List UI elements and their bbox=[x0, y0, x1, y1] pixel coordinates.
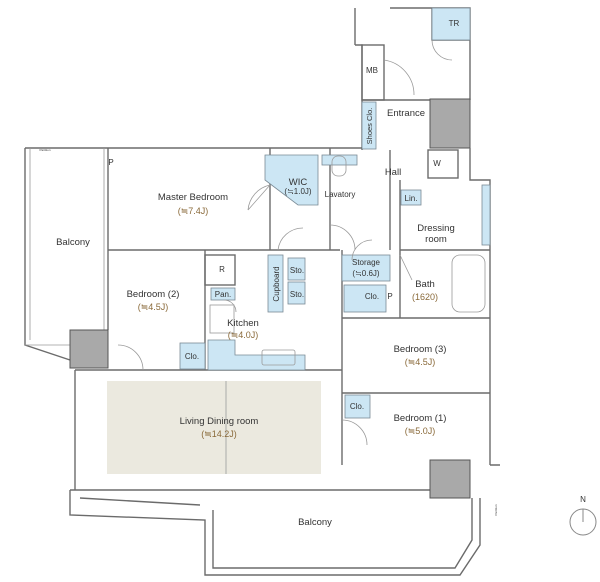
refrigerator-label: R bbox=[219, 265, 225, 274]
bath-label: Bath bbox=[415, 279, 435, 290]
kitchen-label: Kitchen bbox=[227, 318, 259, 329]
linen-closet bbox=[400, 189, 422, 206]
bath-size: (1620) bbox=[412, 292, 438, 302]
storage-area: (≒0.6J) bbox=[352, 269, 379, 278]
balcony-south-label: Balcony bbox=[298, 517, 332, 528]
dressing-room-label: Dressing bbox=[417, 223, 455, 234]
shoes-closet bbox=[361, 101, 377, 150]
closet-bedroom-2 bbox=[179, 342, 206, 370]
meter-box-label: MB bbox=[366, 66, 378, 75]
bedroom-3-label: Bedroom (3) bbox=[394, 344, 447, 355]
walk-in-closet bbox=[264, 154, 319, 206]
structural-column bbox=[429, 98, 471, 149]
bedroom-1-label: Bedroom (1) bbox=[394, 413, 447, 424]
meter-box bbox=[361, 44, 385, 101]
storage-lower-label: Sto. bbox=[290, 290, 304, 299]
lavatory-counter bbox=[321, 154, 358, 166]
living-dining-area: (≒14.2J) bbox=[201, 429, 237, 439]
shoes-closet-label: Shoes Clo. bbox=[365, 108, 374, 145]
bedroom-2-area: (≒4.5J) bbox=[138, 302, 169, 312]
entrance-label: Entrance bbox=[387, 108, 425, 119]
bedroom-3-area: (≒4.5J) bbox=[405, 357, 436, 367]
linen-label: Lin. bbox=[405, 194, 418, 203]
storage-clo bbox=[343, 284, 387, 313]
kitchen-area: (≒4.0J) bbox=[228, 330, 259, 340]
pipe-space-label: P bbox=[108, 158, 113, 167]
pantry-label: Pan. bbox=[215, 290, 231, 299]
washer-label: W bbox=[433, 159, 441, 168]
compass-north-label: N bbox=[580, 495, 586, 504]
partition-label: Partition bbox=[494, 504, 498, 515]
structural-column bbox=[69, 329, 109, 369]
cupboard-label: Cupboard bbox=[272, 266, 281, 301]
living-dining-label: Living Dining room bbox=[180, 416, 259, 427]
kitchen-counter bbox=[207, 339, 306, 371]
storage-upper-label: Sto. bbox=[290, 266, 304, 275]
dressing-counter bbox=[481, 184, 491, 246]
bathtub bbox=[451, 254, 486, 313]
trunk-room bbox=[431, 7, 471, 41]
closet-label: Clo. bbox=[185, 352, 199, 361]
washer-space bbox=[427, 149, 459, 179]
trunk-room-label: TR bbox=[449, 19, 460, 28]
storage-closet bbox=[341, 254, 391, 282]
cupboard bbox=[267, 254, 284, 313]
wic-area: (≒1.0J) bbox=[284, 187, 311, 196]
lavatory-label: Lavatory bbox=[325, 190, 356, 199]
wic-label: WIC bbox=[289, 177, 308, 188]
master-bedroom-area: (≒7.4J) bbox=[178, 206, 209, 216]
balcony-west-label: Balcony bbox=[56, 237, 90, 248]
closet-label: Clo. bbox=[350, 402, 364, 411]
closet-bedroom-1 bbox=[344, 394, 371, 419]
master-bedroom-label: Master Bedroom bbox=[158, 192, 228, 203]
pipe-space-label: P bbox=[387, 292, 392, 301]
bedroom-1-area: (≒5.0J) bbox=[405, 426, 436, 436]
storage-label: Storage bbox=[352, 258, 381, 267]
partition-label: Partition bbox=[39, 148, 50, 152]
dressing-room-label-2: room bbox=[425, 234, 447, 245]
living-floor-area bbox=[107, 381, 321, 474]
hall-label: Hall bbox=[385, 167, 401, 178]
structural-column bbox=[429, 459, 471, 499]
closet-label: Clo. bbox=[365, 292, 379, 301]
bedroom-2-label: Bedroom (2) bbox=[127, 289, 180, 300]
